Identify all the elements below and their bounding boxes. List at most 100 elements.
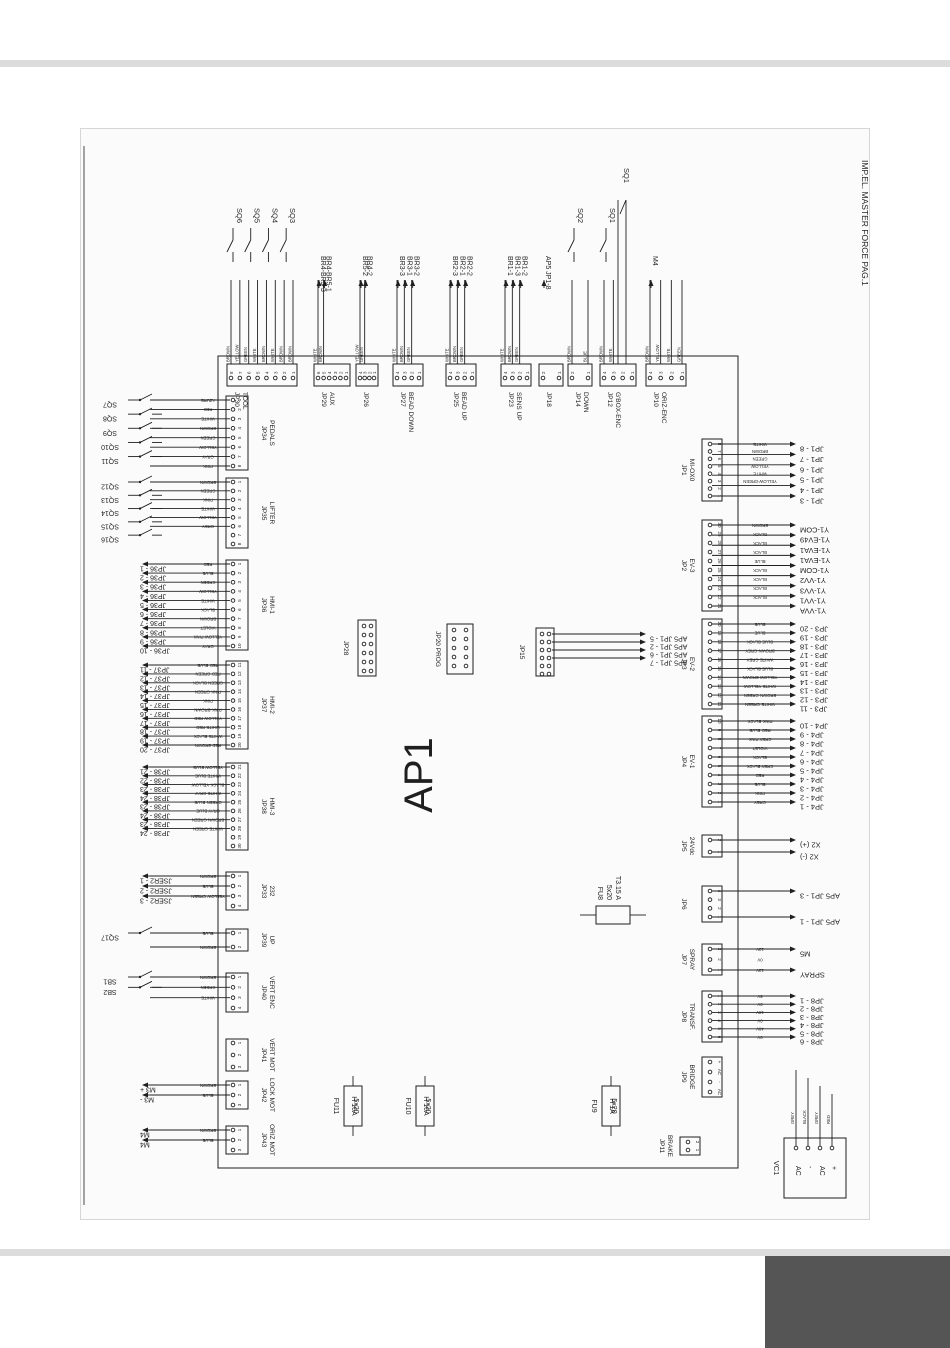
pin (230, 724, 236, 730)
pin (611, 375, 616, 381)
signal-label: JP3 - 19 (800, 633, 828, 642)
signal-label: BR1-2 (521, 256, 528, 276)
pin-number: 2 (237, 986, 242, 989)
pin (230, 616, 236, 621)
pin (332, 375, 338, 381)
arrowhead (142, 579, 148, 585)
signal-label: JP8 - 1 (800, 997, 824, 1006)
connector-desc: EV-3 (688, 558, 695, 572)
connector-name: JP40 (260, 985, 267, 1000)
connector-desc: TRANSF. (688, 1003, 695, 1030)
pin-number: 5 (237, 516, 242, 519)
pin (539, 631, 545, 637)
signal-label: Y1-COM (800, 526, 829, 535)
signal-label: M4 (140, 1141, 150, 1148)
signal-label: JP38 - 23 (140, 785, 170, 792)
pin (361, 623, 367, 629)
pin (230, 764, 236, 770)
wire-color-label: PINK-BROWN (194, 707, 221, 712)
connector-jp6 (701, 885, 723, 923)
connector-jp4 (701, 715, 723, 808)
pin (230, 515, 236, 520)
fuse-label: 5x20 (605, 885, 612, 900)
wire-color-label: GREEN (201, 436, 216, 441)
signal-label: JP37 - 12 (140, 674, 170, 681)
signal-label: JP38 - 24 (140, 794, 170, 801)
wire-color-label: YELLOW (751, 464, 769, 469)
pin (601, 375, 607, 381)
arrowhead (142, 1092, 148, 1098)
arrowhead (790, 692, 796, 698)
pin-number: 24 (717, 576, 722, 582)
switch-node (138, 494, 142, 497)
pin-number: 2 (237, 571, 242, 574)
arrowhead (142, 634, 148, 640)
pin (546, 647, 552, 653)
signal-label: JP4 - 1 (800, 803, 824, 812)
connector-name: JP35 (260, 506, 267, 521)
signal-label: BR5-2 (361, 256, 368, 276)
pin (230, 716, 236, 721)
wire-color-label: GREEN (514, 347, 519, 362)
wire-color-label: GREEN (753, 457, 768, 462)
pin-number: 6 (237, 608, 242, 611)
pin-number: 3 (333, 371, 338, 374)
pin (685, 1147, 691, 1153)
pin-number: 5 (717, 465, 722, 468)
connector-name: JP28 (342, 641, 349, 656)
signal-label: JP38 - 21 (140, 768, 170, 775)
signal-label: M3 + (140, 1086, 156, 1093)
pin (805, 1145, 811, 1151)
pin-number: AC (717, 1089, 722, 1096)
connector-jp26 (355, 363, 379, 387)
signal-label: JP37 - 13 (140, 683, 170, 690)
signal-label: Y1-VV3 (800, 586, 826, 595)
pin (669, 375, 674, 381)
wire-color-label: BROWN (226, 346, 231, 362)
fuse-label: FU11 (332, 1098, 339, 1115)
pin (230, 454, 236, 459)
pin (230, 598, 236, 603)
arrowhead (640, 655, 646, 661)
vc1-terminal: AC (818, 1166, 825, 1176)
signal-label: JP4 - 10 (800, 722, 828, 731)
pin (394, 375, 400, 381)
pin (451, 645, 457, 651)
signal-label: Y1-VV2 (800, 576, 826, 585)
signal-label: JP1 - 5 (800, 476, 824, 485)
connector-name: JP38 (260, 799, 267, 814)
switch-node (138, 507, 142, 510)
pin-number: 3 (717, 480, 722, 483)
pin-number: 4 (448, 371, 453, 374)
pin (230, 607, 236, 612)
signal-label: JP8 - 5 (800, 1029, 824, 1038)
switch-label: SQ11 (101, 457, 118, 464)
wire-color-label: BLUE (202, 571, 213, 576)
signal-label: BR3-1 (405, 256, 412, 276)
pin (585, 375, 591, 381)
arrowhead (790, 790, 796, 796)
connector-name: JP33 (260, 884, 267, 899)
pin (546, 631, 552, 637)
arrowhead (142, 873, 148, 879)
arrowhead (790, 967, 796, 973)
pin (368, 650, 374, 656)
pin (539, 663, 545, 669)
pin (707, 1001, 713, 1007)
fuse-label: 5x20 (610, 1098, 617, 1113)
switch-contact (262, 239, 269, 253)
pin (368, 659, 374, 665)
pin (230, 634, 236, 640)
signal-label: JP38 - 22 (140, 776, 170, 783)
pin-number: 3 (237, 417, 242, 420)
pin-number: 1 (470, 371, 475, 374)
connector-name: JP14 (574, 392, 581, 407)
arrowhead (790, 718, 796, 724)
signal-label: JP37 - 11 (140, 666, 170, 673)
wire-color-label: BLUE (202, 1093, 213, 1098)
connector-desc: PEDALS (268, 420, 275, 446)
connector-name: JP41 (260, 1048, 267, 1063)
connector-jp3 (701, 618, 723, 710)
pin-number: 2 (717, 958, 722, 961)
arrowhead (790, 1018, 796, 1024)
